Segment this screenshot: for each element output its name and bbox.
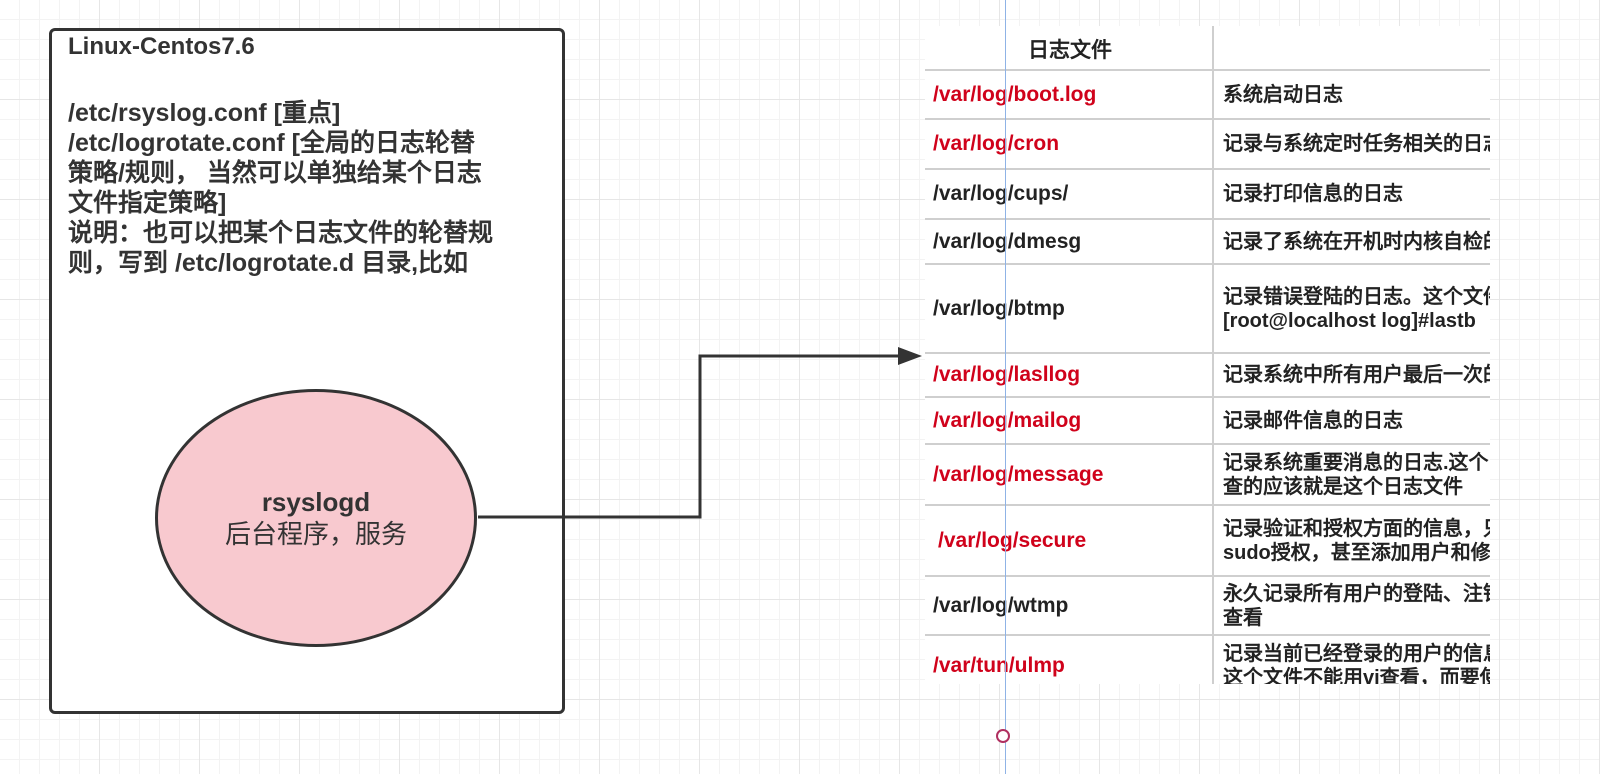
box-line: 则，写到 /etc/logrotate.d 目录,比如 [68, 249, 469, 277]
table-row: /var/log/boot.log 系统启动日志 [925, 71, 1490, 120]
log-desc: 永久记录所有用户的登陆、注销查看 [1223, 582, 1490, 629]
connection-handle-icon[interactable] [996, 729, 1010, 743]
log-path: /var/log/dmesg [933, 229, 1082, 253]
box-line: 策略/规则， 当然可以单独给某个日志 [68, 159, 482, 187]
ellipse-title: rsyslogd [261, 487, 371, 517]
alignment-guide-line [1005, 0, 1006, 774]
box-line: /etc/rsyslog.conf [重点] [68, 99, 341, 127]
table-row: /var/log/cron 记录与系统定时任务相关的日志 [925, 120, 1490, 170]
table-row: /var/log/message 记录系统重要消息的日志.这个查的应该就是这个日… [925, 445, 1490, 506]
log-path: /var/log/cups/ [933, 182, 1069, 205]
log-desc: 记录当前已经登录的用户的信息这个文件不能用vi查看，而要使 [1223, 643, 1490, 684]
table-row: /var/log/dmesg 记录了系统在开机时内核自检的 [925, 220, 1490, 265]
box-line: /etc/logrotate.conf [全局的日志轮替 [68, 129, 475, 157]
log-path: /var/tun/ulmp [933, 654, 1065, 677]
log-desc: 记录与系统定时任务相关的日志 [1223, 133, 1490, 155]
table-row: /var/log/cups/ 记录打印信息的日志 [925, 170, 1490, 220]
table-header-log-file: 日志文件 [1028, 39, 1112, 62]
table-header-row: 日志文件 [925, 26, 1490, 71]
box-description: /etc/rsyslog.conf [重点] /etc/logrotate.co… [68, 98, 552, 278]
log-path: /var/log/btmp [933, 296, 1065, 320]
log-path: /var/log/secure [938, 528, 1087, 552]
table-row: /var/tun/ulmp 记录当前已经登录的用户的信息这个文件不能用vi查看，… [925, 636, 1490, 684]
log-desc: 记录错误登陆的日志。这个文件[root@localhost log]#lastb [1223, 285, 1490, 332]
log-desc: 记录邮件信息的日志 [1223, 409, 1403, 432]
log-path: /var/log/mailog [933, 408, 1082, 432]
log-desc: 记录打印信息的日志 [1223, 183, 1403, 205]
log-path: /var/log/wtmp [933, 593, 1069, 617]
log-desc: 记录系统中所有用户最后一次的 [1223, 364, 1490, 386]
table-row: /var/log/mailog 记录邮件信息的日志 [925, 398, 1490, 445]
box-line: 文件指定策略] [68, 189, 227, 217]
box-line: 说明：也可以把某个日志文件的轮替规 [68, 219, 494, 247]
log-path: /var/log/cron [933, 132, 1060, 155]
log-desc: 记录系统重要消息的日志.这个查的应该就是这个日志文件 [1223, 451, 1489, 498]
box-title: Linux-Centos7.6 [68, 33, 255, 60]
log-desc: 系统启动日志 [1223, 83, 1343, 106]
log-path: /var/log/boot.log [933, 82, 1097, 106]
table-row: /var/log/wtmp 永久记录所有用户的登陆、注销查看 [925, 577, 1490, 636]
table-row: /var/log/lasllog 记录系统中所有用户最后一次的 [925, 354, 1490, 398]
column-divider [1212, 26, 1214, 684]
log-path: /var/log/lasllog [933, 363, 1081, 386]
log-files-table[interactable]: 日志文件 /var/log/boot.log 系统启动日志 /var/log/c… [925, 26, 1490, 684]
ellipse-subtitle: 后台程序，服务 [224, 519, 407, 549]
rsyslogd-ellipse[interactable]: rsyslogd 后台程序，服务 [155, 389, 477, 647]
log-path: /var/log/message [933, 462, 1104, 486]
table-row: /var/log/btmp 记录错误登陆的日志。这个文件[root@localh… [925, 265, 1490, 354]
log-desc: 记录了系统在开机时内核自检的 [1223, 230, 1490, 253]
